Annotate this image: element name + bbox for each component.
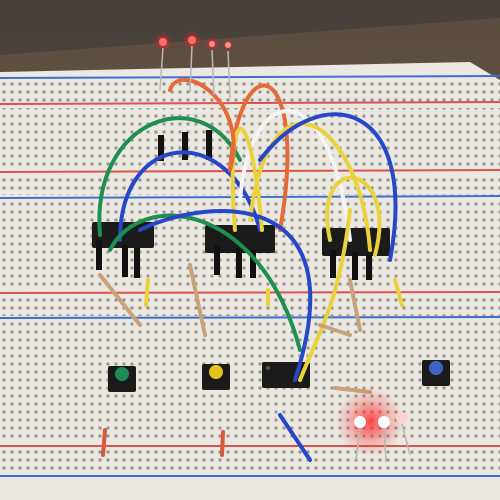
upper-terminal-strip — [0, 108, 500, 168]
middle-power-rail — [0, 169, 500, 199]
bottom-power-rail — [0, 445, 500, 477]
push-button — [202, 364, 230, 390]
lower-terminal-strip — [0, 322, 500, 442]
push-button — [422, 360, 450, 386]
upper-board-edge — [0, 0, 500, 55]
led-top-row — [153, 30, 234, 99]
push-button — [108, 366, 136, 392]
lower-power-rail — [0, 291, 500, 319]
resistors — [98, 263, 404, 457]
led-bottom-row — [336, 388, 411, 463]
ic-chip — [322, 228, 390, 256]
header-pins — [96, 130, 372, 280]
jumper-wires — [97, 77, 398, 462]
top-power-rail — [0, 75, 500, 105]
